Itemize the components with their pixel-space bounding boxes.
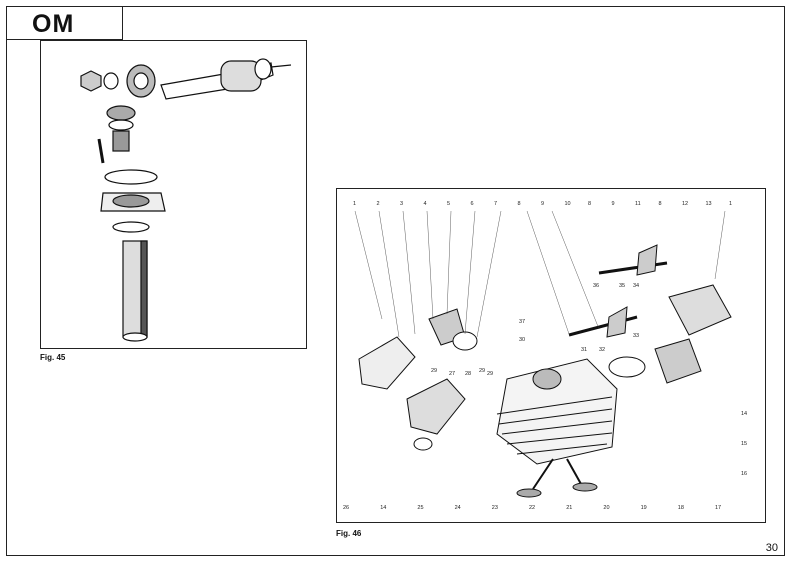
callout-number: 28 [465,371,471,377]
callout-number: 17 [715,505,721,511]
callout-number: 19 [641,505,647,511]
callout-number: 29 [431,368,437,374]
callout-number: 5 [447,201,450,207]
callout-number: 8 [588,201,591,207]
callout-number: 18 [678,505,684,511]
callout-number: 30 [519,337,525,343]
callout-number: 20 [603,505,609,511]
callout-number: 22 [529,505,535,511]
callout-number: 8 [659,201,662,207]
callout-number: 6 [471,201,474,207]
callout-number: 3 [400,201,403,207]
callout-number: 34 [633,283,639,289]
figure-45-caption: Fig. 45 [40,353,66,362]
callout-number: 27 [449,371,455,377]
callout-number: 31 [581,347,587,353]
callout-number: 25 [417,505,423,511]
callout-number: 8 [518,201,521,207]
callout-number: 10 [565,201,571,207]
callout-number: 32 [599,347,605,353]
callout-number: 2 [377,201,380,207]
callout-number: 1 [353,201,356,207]
callout-number: 14 [741,411,747,417]
callout-number: 23 [492,505,498,511]
callout-number: 29 [487,371,493,377]
callout-number: 11 [635,201,641,207]
page-frame [6,6,785,556]
callout-number: 12 [682,201,688,207]
callout-number: 16 [741,471,747,477]
callout-number: 15 [741,441,747,447]
callout-number: 9 [612,201,615,207]
callout-number: 35 [619,283,625,289]
callout-number: 9 [541,201,544,207]
callout-number: 14 [380,505,386,511]
callout-number: 4 [424,201,427,207]
callout-number: 13 [706,201,712,207]
brand-box: OM [6,6,123,40]
brand-title: OM [32,10,75,38]
callout-number: 26 [343,505,349,511]
callout-number: 21 [566,505,572,511]
callout-number: 7 [494,201,497,207]
figure-45-frame [40,40,307,349]
callouts-bottom: 26 14 25 24 23 22 21 20 19 18 17 [343,505,721,511]
callout-number: 36 [593,283,599,289]
callout-number: 29 [479,368,485,374]
figure-46-caption: Fig. 46 [336,529,362,538]
callout-number: 1 [729,201,732,207]
callout-number: 37 [519,319,525,325]
figure-45-drawing [80,58,292,342]
callout-number: 33 [633,333,639,339]
page-number: 30 [765,542,778,554]
callout-number: 24 [455,505,461,511]
callouts-right: 14 15 16 [741,411,747,477]
